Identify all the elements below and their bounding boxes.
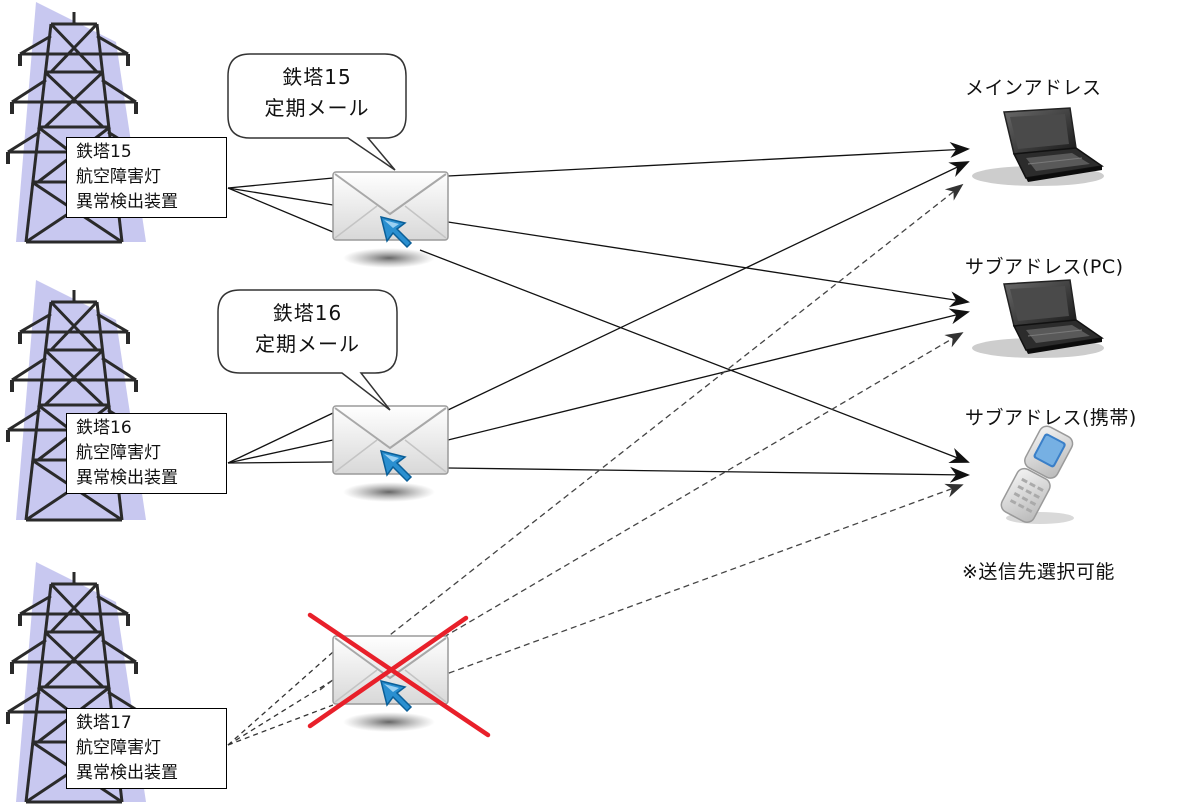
destination-sub-mobile-label: サブアドレス(携帯) — [965, 407, 1137, 429]
bubble-line2: 定期メール — [264, 96, 370, 120]
laptop-icon — [971, 107, 1105, 187]
tower-name: 鉄塔17 — [76, 713, 132, 733]
tower-desc-line2: 異常検出装置 — [76, 468, 178, 488]
laptop-icon — [971, 279, 1105, 359]
speech-bubble-15-text: 鉄塔15 定期メール — [228, 62, 406, 124]
tower-name: 鉄塔16 — [76, 418, 132, 438]
speech-bubble-16 — [217, 289, 398, 411]
tower-name: 鉄塔15 — [76, 142, 132, 162]
tower17-to-envelope-lines — [227, 651, 334, 746]
destination-sub-pc-label: サブアドレス(PC) — [965, 256, 1124, 278]
envelope-icon — [332, 635, 449, 733]
tower-label-15: 鉄塔15 航空障害灯 異常検出装置 — [66, 137, 227, 218]
mail15-delivery-arrows — [419, 141, 970, 463]
tower-desc-line1: 航空障害灯 — [76, 167, 161, 187]
speech-bubble-15 — [227, 53, 407, 171]
destination-selectable-note: ※送信先選択可能 — [962, 561, 1115, 583]
mail16-delivery-arrows — [447, 161, 970, 483]
tower15-to-envelope-lines — [227, 177, 334, 233]
cancel-x-icon — [307, 612, 491, 738]
tower-desc-line1: 航空障害灯 — [76, 738, 161, 758]
bubble-line1: 鉄塔15 — [282, 65, 352, 89]
destination-main-label: メインアドレス — [965, 77, 1102, 99]
tower-desc-line2: 異常検出装置 — [76, 763, 178, 783]
tower-desc-line1: 航空障害灯 — [76, 443, 161, 463]
envelope-icon — [332, 405, 449, 503]
tower-desc-line2: 異常検出装置 — [76, 192, 178, 212]
tower-label-17: 鉄塔17 航空障害灯 異常検出装置 — [66, 708, 227, 789]
speech-bubble-16-text: 鉄塔16 定期メール — [218, 298, 397, 360]
tower16-to-envelope-lines — [227, 412, 334, 464]
mobile-phone-icon — [997, 422, 1077, 526]
tower-label-16: 鉄塔16 航空障害灯 異常検出装置 — [66, 413, 227, 494]
bubble-line1: 鉄塔16 — [272, 301, 343, 325]
bubble-line2: 定期メール — [255, 332, 360, 356]
